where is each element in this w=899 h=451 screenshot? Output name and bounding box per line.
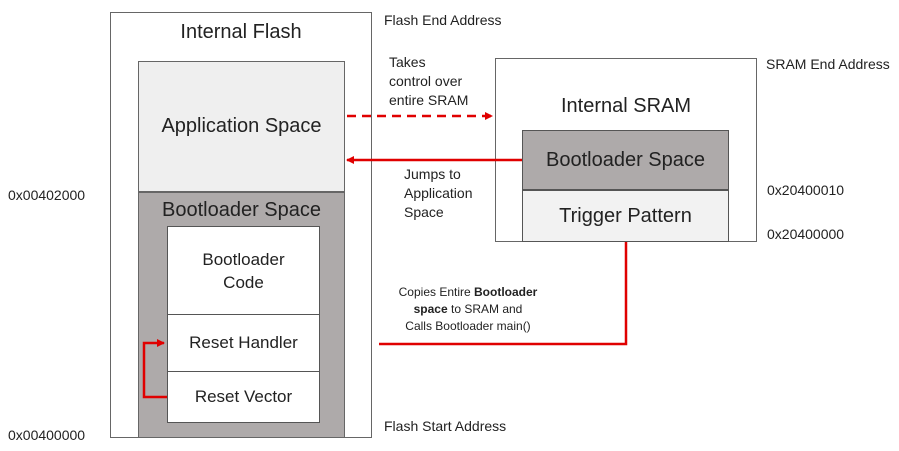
- reset-vector-to-handler-arrow: [142, 339, 167, 399]
- trigger-pattern-label: Trigger Pattern: [559, 204, 692, 227]
- takes-control-note: Takes control over entire SRAM: [389, 53, 468, 110]
- jumps-to-line3: Space: [404, 204, 444, 220]
- internal-sram-title: Internal SRAM: [560, 94, 692, 117]
- bootloader-code-label-line1: Bootloader: [202, 249, 285, 269]
- reset-handler-label: Reset Handler: [189, 333, 298, 352]
- application-space-label: Application Space: [161, 115, 322, 137]
- address-0x20400010: 0x20400010: [767, 182, 845, 198]
- reset-vector-label: Reset Vector: [194, 387, 293, 406]
- copies-text-end: Calls Bootloader main(): [405, 319, 531, 333]
- copies-text-mid: to SRAM and: [447, 302, 523, 316]
- jumps-to-note: Jumps to Application Space: [404, 165, 473, 222]
- address-0x00402000: 0x00402000: [8, 187, 86, 203]
- address-0x00400000: 0x00400000: [8, 427, 86, 443]
- copies-text-pre: Copies Entire: [398, 285, 475, 299]
- jumps-to-line2: Application: [404, 185, 473, 201]
- copies-text-bold1: Bootloader: [474, 285, 538, 299]
- bootloader-code-label-line2: Code: [223, 272, 264, 292]
- copies-arrow: [379, 242, 628, 346]
- takes-control-line1: Takes: [389, 54, 426, 70]
- sram-bootloader-space-label: Bootloader Space: [545, 148, 705, 171]
- reset-handler-block: Reset Handler: [167, 314, 320, 372]
- copies-text-bold2: space: [413, 302, 448, 316]
- bootloader-code-block: Bootloader Code: [167, 226, 320, 315]
- trigger-pattern-block: Trigger Pattern: [522, 190, 729, 242]
- flash-bootloader-space-label: Bootloader Space: [161, 198, 321, 221]
- internal-flash-title: Internal Flash: [180, 20, 302, 43]
- copies-note: Copies Entire Bootloader space to SRAM a…: [380, 284, 556, 335]
- sram-end-address-label: SRAM End Address: [766, 56, 890, 72]
- address-0x20400000: 0x20400000: [767, 226, 845, 242]
- takes-control-line2: control over: [389, 73, 463, 89]
- flash-end-address-label: Flash End Address: [384, 12, 502, 28]
- reset-vector-block: Reset Vector: [167, 371, 320, 423]
- sram-bootloader-space-block: Bootloader Space: [522, 130, 729, 190]
- flash-start-address-label: Flash Start Address: [384, 418, 507, 434]
- application-space-block: Application Space: [138, 61, 345, 192]
- jumps-to-line1: Jumps to: [404, 166, 461, 182]
- takes-control-line3: entire SRAM: [389, 92, 469, 108]
